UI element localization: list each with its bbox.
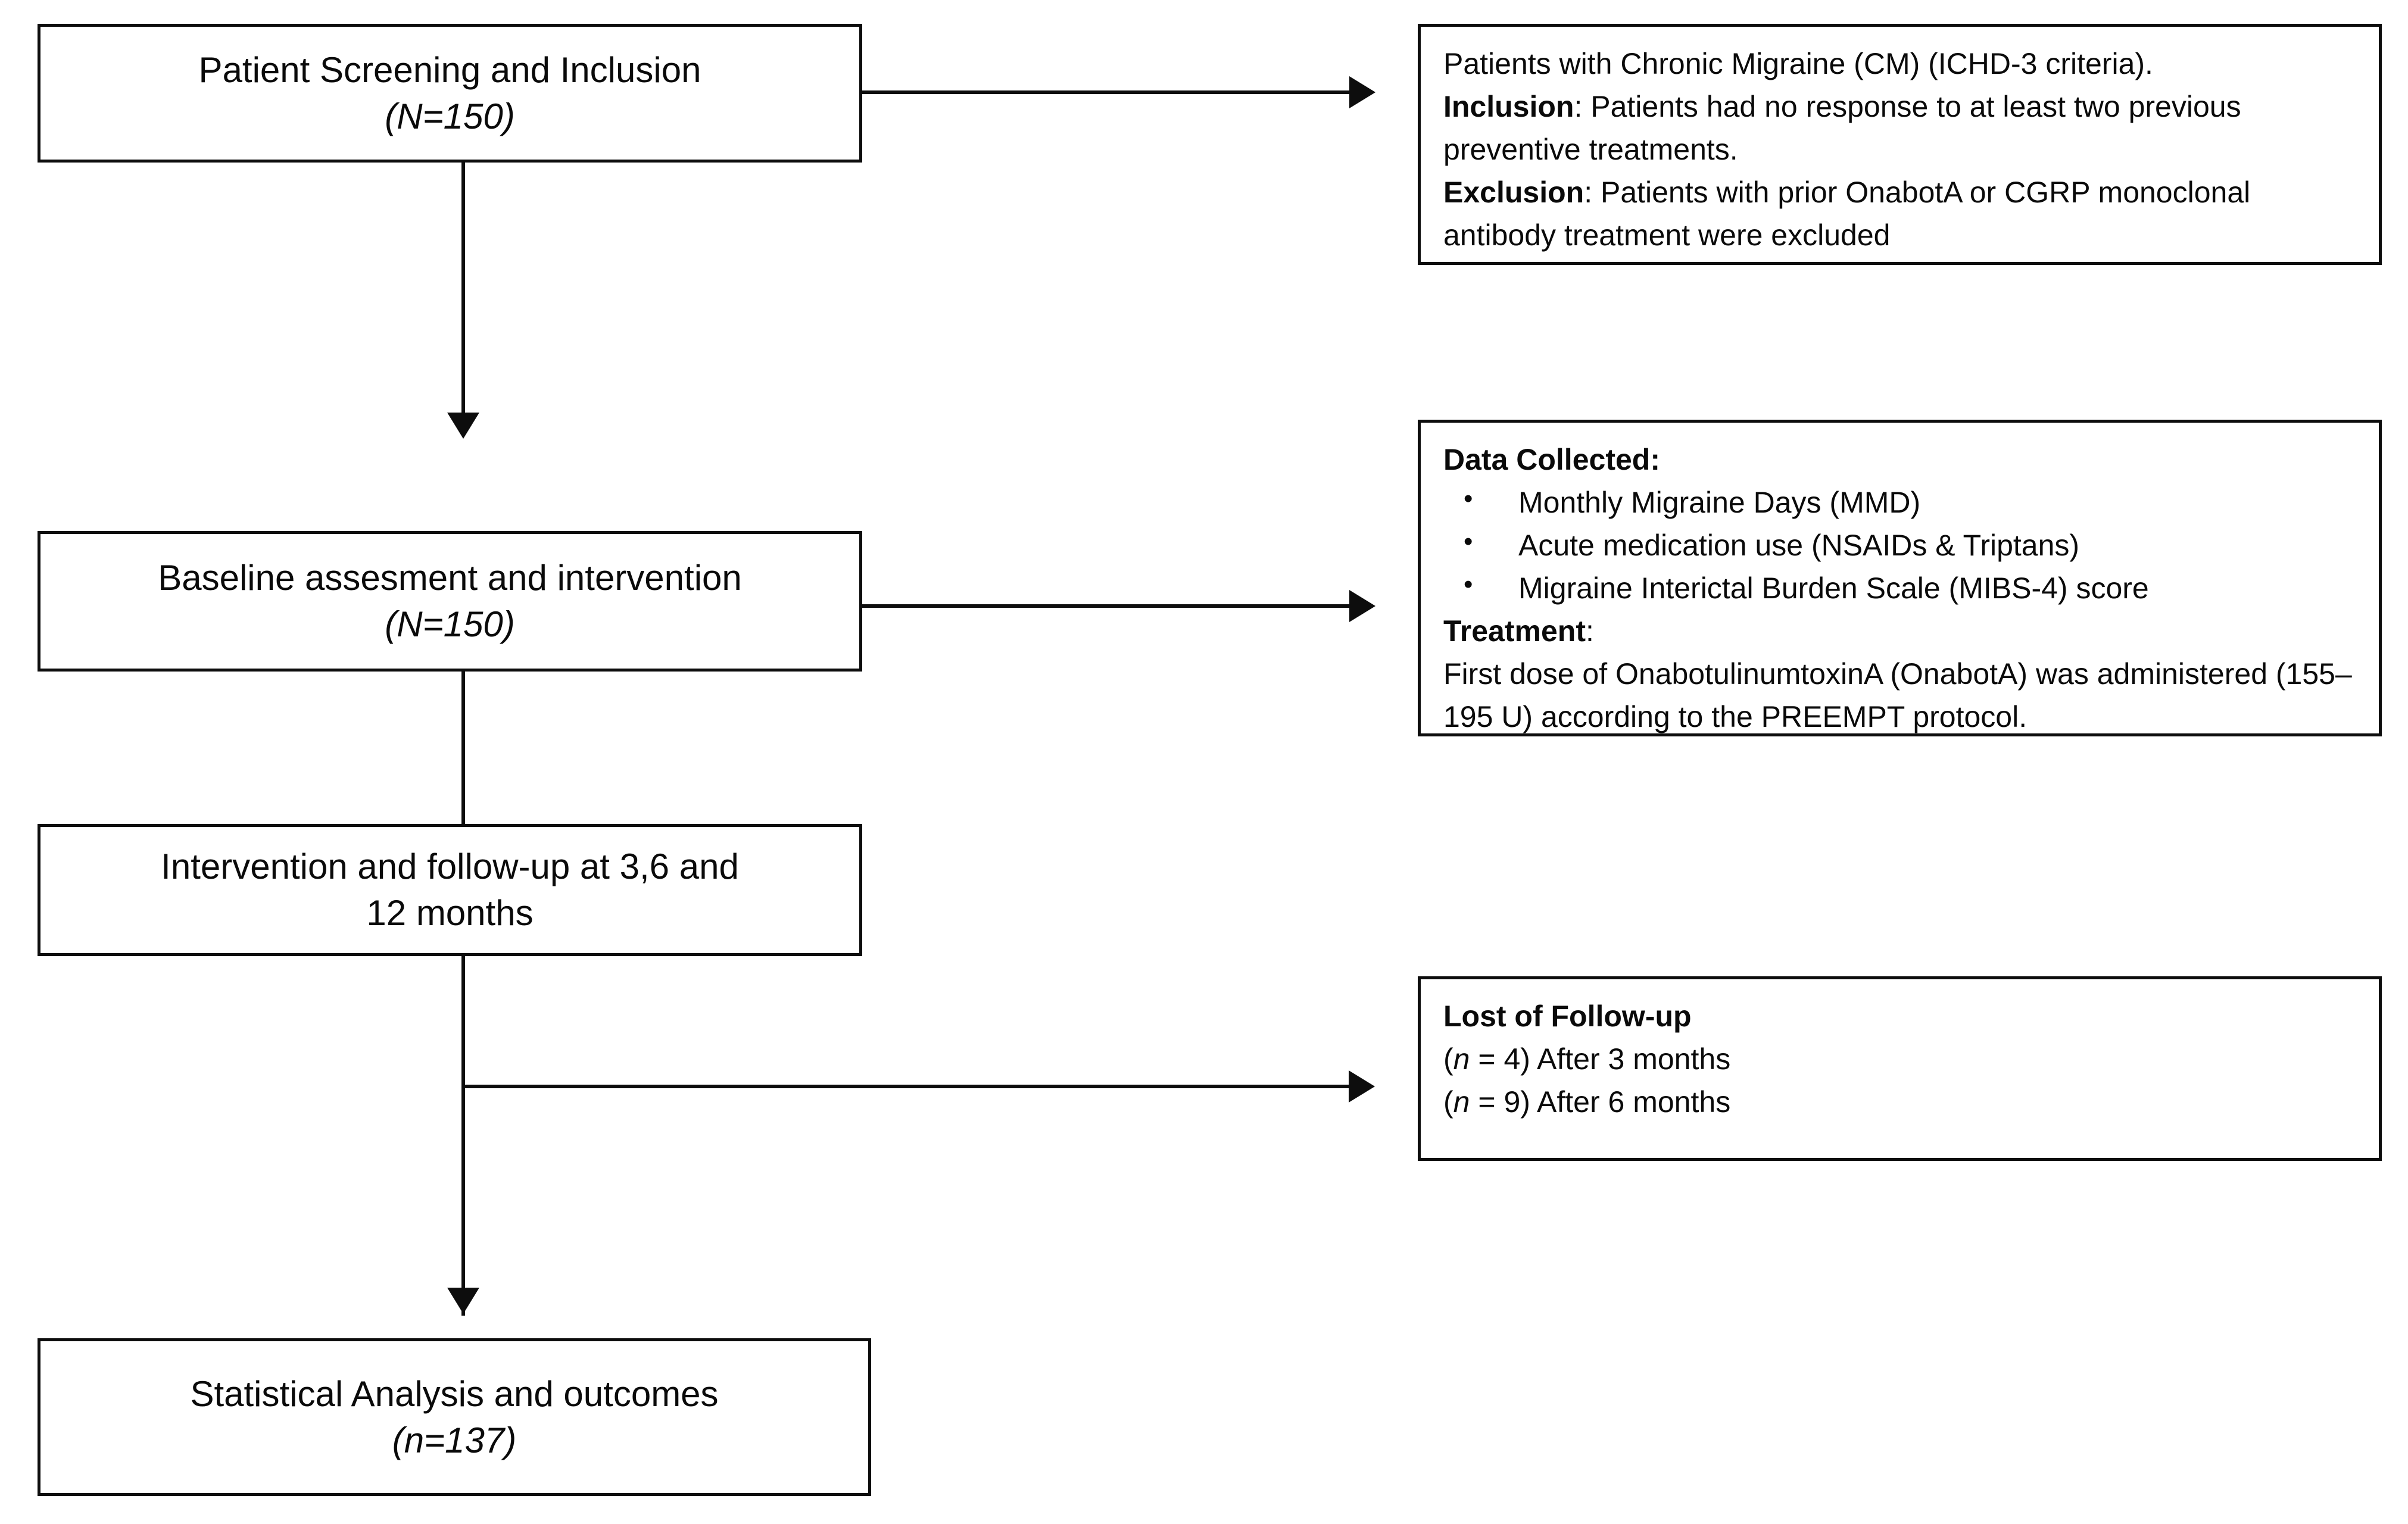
data-collected-label: Data Collected: [1443,438,2361,481]
connector-followup-stem-line [461,955,465,1316]
connector-screening-to-criteria-line [862,90,1349,94]
data-collected-label-text: Data Collected: [1443,443,1660,476]
connector-screening-to-baseline-line [461,163,465,413]
arrow-right-icon [1349,1070,1375,1103]
criteria-line-1: Patients with Chronic Migraine (CM) (ICH… [1443,47,2153,80]
arrow-right-icon [1349,590,1375,622]
connector-followup-to-lost-line [461,1085,1349,1088]
arrow-down-icon [447,413,479,439]
criteria-exclusion: Exclusion: Patients with prior OnabotA o… [1443,171,2361,257]
node-baseline-assessment: Baseline assesment and intervention (N=1… [38,531,862,672]
lost-followup-row1-italic-n: n [1453,1042,1470,1076]
panel-data-collected-treatment: Data Collected: Monthly Migraine Days (M… [1418,420,2382,736]
criteria-inclusion: Inclusion: Patients had no response to a… [1443,85,2361,171]
arrow-down-icon [447,1288,479,1314]
node-patient-screening-line1: Patient Screening and Inclusion [198,49,701,90]
list-item: Acute medication use (NSAIDs & Triptans) [1443,523,2361,567]
treatment-description: First dose of OnabotulinumtoxinA (Onabot… [1443,657,2352,733]
connector-baseline-to-data-line [862,604,1349,608]
panel-inclusion-exclusion-criteria: Patients with Chronic Migraine (CM) (ICH… [1418,24,2382,265]
criteria-exclusion-text: : Patients with prior OnabotA or CGRP mo… [1443,176,2251,252]
node-intervention-followup: Intervention and follow-up at 3,6 and 12… [38,824,862,956]
node-statistical-analysis-line1: Statistical Analysis and outcomes [190,1373,719,1414]
panel-lost-to-followup: Lost of Follow-up (n = 4) After 3 months… [1418,976,2382,1161]
treatment-label: Treatment: [1443,610,2361,652]
node-statistical-analysis-line2: (n=137) [392,1420,517,1460]
lost-followup-row-3months: (n = 4) After 3 months [1443,1038,2361,1080]
node-statistical-analysis: Statistical Analysis and outcomes (n=137… [38,1338,871,1496]
list-item: Monthly Migraine Days (MMD) [1443,480,2361,524]
criteria-inclusion-text: : Patients had no response to at least t… [1443,90,2241,166]
lost-followup-row2-italic-n: n [1453,1085,1470,1119]
treatment-label-colon: : [1585,614,1594,648]
criteria-inclusion-label: Inclusion [1443,90,1574,123]
connector-baseline-to-followup-line [461,672,465,825]
node-patient-screening: Patient Screening and Inclusion (N=150) [38,24,862,163]
criteria-exclusion-label: Exclusion [1443,176,1584,209]
data-collected-bullet-list: Monthly Migraine Days (MMD) Acute medica… [1443,480,2361,610]
lost-followup-row1-prefix: ( [1443,1042,1453,1076]
lost-followup-row2-prefix: ( [1443,1085,1453,1119]
node-baseline-assessment-line2: (N=150) [385,604,515,644]
lost-followup-row2-suffix: = 9) After 6 months [1470,1085,1731,1119]
node-baseline-assessment-line1: Baseline assesment and intervention [158,558,742,598]
arrow-right-icon [1349,76,1375,108]
node-patient-screening-line2: (N=150) [385,96,515,136]
lost-followup-row1-suffix: = 4) After 3 months [1470,1042,1731,1076]
treatment-label-text: Treatment [1443,614,1586,648]
lost-followup-row-6months: (n = 9) After 6 months [1443,1080,2361,1123]
list-item: Migraine Interictal Burden Scale (MIBS-4… [1443,566,2361,610]
lost-followup-title-text: Lost of Follow-up [1443,1000,1692,1033]
lost-followup-title: Lost of Follow-up [1443,995,2361,1038]
node-intervention-followup-line2: 12 months [366,893,534,933]
node-intervention-followup-line1: Intervention and follow-up at 3,6 and [161,847,739,886]
